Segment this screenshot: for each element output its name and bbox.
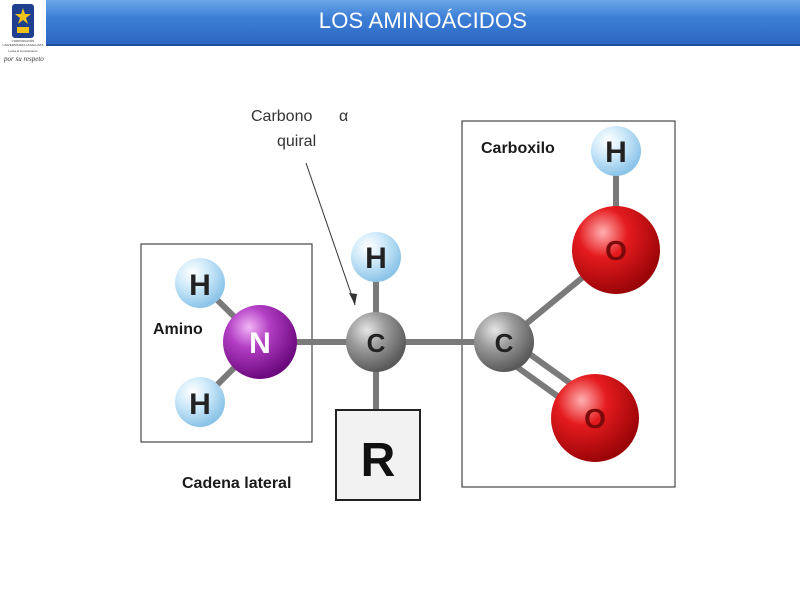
logo-motto: Lema el conocimiento (8, 49, 38, 53)
atom-carbon-carboxyl: C (474, 312, 534, 372)
svg-text:N: N (249, 327, 271, 360)
page-title: LOS AMINOÁCIDOS (318, 8, 528, 33)
atom-h-alpha: H (351, 232, 401, 282)
svg-text:C: C (495, 328, 514, 358)
annotation-quiral: quiral (277, 133, 316, 150)
annotation-carbon: Carbono (251, 108, 312, 125)
atom-h-amino-bottom: H (175, 377, 225, 427)
side-chain-symbol: R (361, 434, 396, 487)
atom-nitrogen: N (223, 305, 297, 379)
university-logo: CORPORACIÓN UNIVERSITARIA LASALLISTA Lem… (0, 0, 46, 70)
annotation-alpha: α (339, 108, 348, 125)
amino-label: Amino (153, 321, 203, 338)
atom-carbon-alpha: C (346, 312, 406, 372)
arrow-head-icon (349, 293, 357, 305)
atom-oxygen-carbonyl: O (551, 374, 639, 462)
logo-emblem-icon (12, 4, 34, 38)
svg-text:H: H (189, 388, 211, 421)
svg-text:O: O (584, 403, 606, 434)
side-chain-label: Cadena lateral (182, 475, 291, 492)
svg-text:C: C (367, 328, 386, 358)
svg-text:H: H (605, 136, 627, 169)
logo-caption: CORPORACIÓN UNIVERSITARIA LASALLISTA (2, 39, 44, 47)
side-chain-box (335, 409, 421, 501)
atom-h-amino-top: H (175, 258, 225, 308)
atom-oxygen-hydroxyl: O (572, 206, 660, 294)
logo-script: por su respeto (4, 55, 44, 63)
svg-text:H: H (365, 242, 387, 275)
svg-text:H: H (189, 269, 211, 302)
annotation-arrow (305, 162, 356, 306)
svg-text:O: O (605, 235, 627, 266)
title-bar (46, 0, 800, 46)
carboxyl-label: Carboxilo (481, 140, 555, 157)
atom-h-carboxyl: H (591, 126, 641, 176)
carboxyl-group-box (461, 120, 676, 488)
